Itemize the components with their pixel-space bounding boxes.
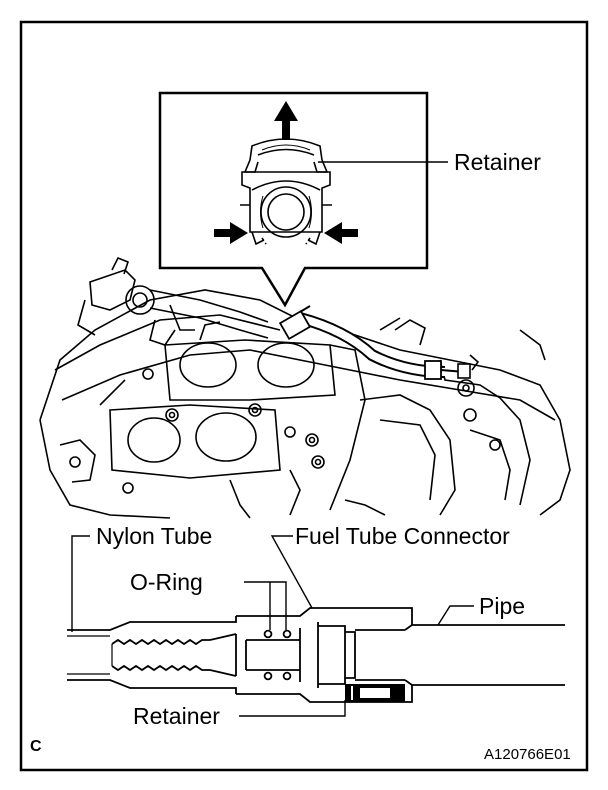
o-ring-label: O-Ring <box>130 569 203 595</box>
figure-frame <box>19 20 589 772</box>
nylon-tube-label: Nylon Tube <box>96 523 212 549</box>
retainer-bottom-label: Retainer <box>133 703 220 729</box>
pull-up-arrow-icon <box>274 101 298 140</box>
retainer-top-label: Retainer <box>454 149 541 175</box>
connector-closeup <box>240 138 332 246</box>
connector-section-view <box>67 535 565 717</box>
retainer-section <box>345 684 405 702</box>
retainer-callout <box>158 91 448 308</box>
press-left-arrow-icon <box>214 222 248 244</box>
engine-illustration <box>39 256 571 519</box>
figure-id: A120766E01 <box>484 746 571 763</box>
press-right-arrow-icon <box>324 222 358 244</box>
pipe-label: Pipe <box>479 593 525 619</box>
corner-code: C <box>30 738 42 755</box>
fuel-hose <box>278 305 471 380</box>
fuel-tube-connector-label: Fuel Tube Connector <box>295 523 510 549</box>
